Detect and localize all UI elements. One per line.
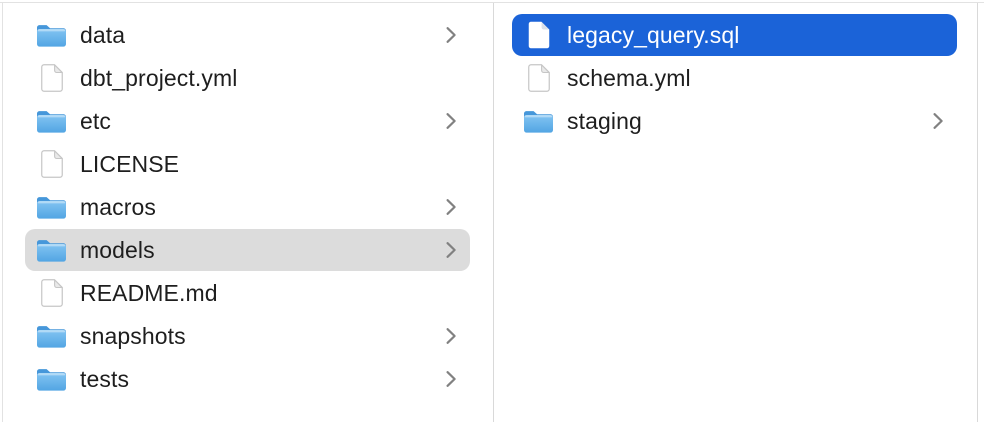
document-icon bbox=[523, 21, 554, 49]
folder-row-tests[interactable]: tests bbox=[25, 358, 470, 400]
document-icon bbox=[36, 64, 67, 92]
item-label: macros bbox=[80, 193, 157, 220]
file-row-legacy-query-sql[interactable]: legacy_query.sql bbox=[512, 14, 957, 56]
item-label: README.md bbox=[80, 279, 218, 306]
finder-column-right: legacy_query.sql schema.yml staging bbox=[494, 3, 978, 422]
chevron-right-icon bbox=[932, 111, 944, 131]
item-label: legacy_query.sql bbox=[567, 21, 740, 48]
folder-icon bbox=[36, 366, 67, 392]
file-row-schema-yml[interactable]: schema.yml bbox=[512, 57, 957, 99]
document-icon bbox=[36, 279, 67, 307]
chevron-right-icon bbox=[445, 111, 457, 131]
chevron-right-icon bbox=[445, 25, 457, 45]
top-divider bbox=[0, 2, 984, 3]
document-icon bbox=[523, 64, 554, 92]
folder-icon bbox=[36, 108, 67, 134]
item-label: etc bbox=[80, 107, 111, 134]
chevron-right-icon bbox=[445, 369, 457, 389]
file-row-license[interactable]: LICENSE bbox=[25, 143, 470, 185]
item-label: data bbox=[80, 21, 126, 48]
folder-icon bbox=[36, 22, 67, 48]
left-divider bbox=[2, 3, 3, 422]
item-label: tests bbox=[80, 365, 130, 392]
chevron-right-icon bbox=[445, 240, 457, 260]
document-icon bbox=[36, 150, 67, 178]
file-list-right: legacy_query.sql schema.yml staging bbox=[494, 3, 977, 142]
item-label: LICENSE bbox=[80, 150, 180, 177]
item-label: schema.yml bbox=[567, 64, 691, 91]
folder-row-models[interactable]: models bbox=[25, 229, 470, 271]
folder-icon bbox=[36, 323, 67, 349]
folder-icon bbox=[36, 237, 67, 263]
file-row-dbt-project-yml[interactable]: dbt_project.yml bbox=[25, 57, 470, 99]
folder-row-macros[interactable]: macros bbox=[25, 186, 470, 228]
folder-row-etc[interactable]: etc bbox=[25, 100, 470, 142]
file-row-readme-md[interactable]: README.md bbox=[25, 272, 470, 314]
folder-row-snapshots[interactable]: snapshots bbox=[25, 315, 470, 357]
item-label: staging bbox=[567, 107, 642, 134]
folder-row-staging[interactable]: staging bbox=[512, 100, 957, 142]
chevron-right-icon bbox=[445, 197, 457, 217]
chevron-right-icon bbox=[445, 326, 457, 346]
folder-icon bbox=[523, 108, 554, 134]
item-label: dbt_project.yml bbox=[80, 64, 238, 91]
folder-row-data[interactable]: data bbox=[25, 14, 470, 56]
item-label: snapshots bbox=[80, 322, 186, 349]
item-label: models bbox=[80, 236, 155, 263]
folder-icon bbox=[36, 194, 67, 220]
